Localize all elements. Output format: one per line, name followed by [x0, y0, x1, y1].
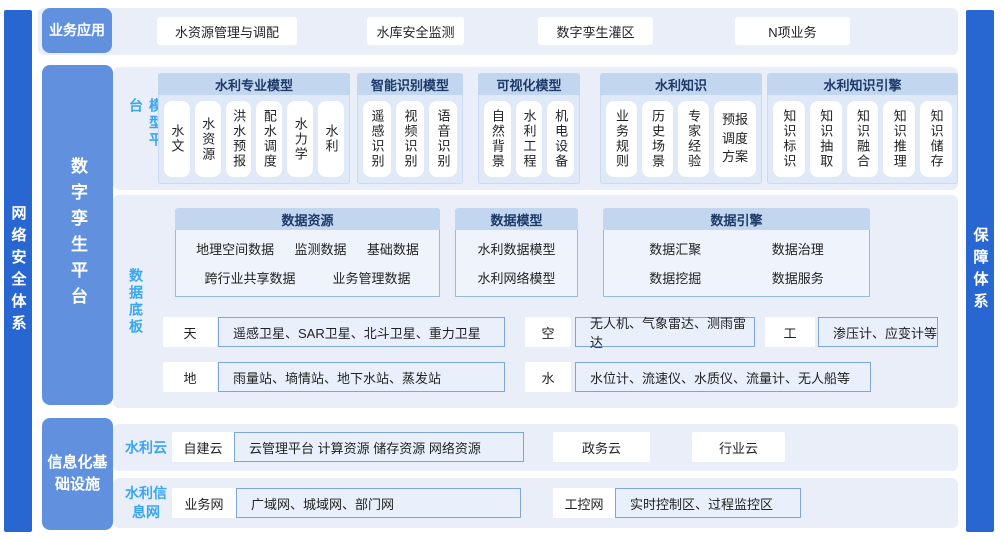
- data-group-body: 水利数据模型 水利网络模型: [455, 230, 578, 297]
- source-list-eng: 渗压计、应变计等: [818, 317, 938, 347]
- model-group-visualization: 可视化模型 自然背景 水利工程 机电设备: [478, 73, 580, 184]
- data-board-band: 数据底板 数据资源 地理空间数据 监测数据 基础数据 跨行业共享数据 业务管理数…: [113, 195, 958, 408]
- network-security-bar: 网络安全体系: [4, 10, 32, 532]
- business-item-water-allocation: 水资源管理与调配: [157, 17, 297, 45]
- model-card: 知识标识: [773, 101, 805, 177]
- infrastructure-label-box: 信息化基础设施: [42, 418, 113, 530]
- model-card: 水利工程: [515, 101, 543, 177]
- model-card: 水文: [164, 101, 190, 177]
- model-card: 水力学: [287, 101, 314, 177]
- model-group-title: 智能识别模型: [357, 73, 463, 95]
- source-tag-eng: 工: [765, 317, 815, 347]
- model-group-title: 水利知识: [600, 73, 762, 95]
- gov-cloud-box: 政务云: [553, 432, 650, 462]
- industry-cloud-box: 行业云: [692, 432, 785, 462]
- business-label-box: 业务应用: [42, 8, 112, 53]
- industrial-net-desc: 实时控制区、过程监控区: [615, 488, 801, 518]
- model-card: 业务规则: [606, 101, 638, 177]
- guarantee-system-bar: 保障体系: [966, 10, 994, 532]
- data-item: 跨行业共享数据: [204, 271, 296, 286]
- data-resource-group: 数据资源 地理空间数据 监测数据 基础数据 跨行业共享数据 业务管理数据: [175, 208, 440, 297]
- data-group-title: 数据引擎: [603, 208, 870, 230]
- source-list-ground: 雨量站、墒情站、地下水站、蒸发站: [218, 362, 505, 392]
- source-list-water: 水位计、流速仪、水质仪、流量计、无人船等: [575, 362, 871, 392]
- model-card: 自然背景: [484, 101, 511, 177]
- model-group-title: 水利知识引擎: [767, 73, 958, 95]
- source-list-sky: 遥感卫星、SAR卫星、北斗卫星、重力卫星: [218, 317, 505, 347]
- data-item: 数据治理: [771, 242, 824, 257]
- model-card: 遥感识别: [363, 101, 391, 177]
- digital-twin-platform-label-box: 数字孪生平台: [42, 65, 113, 405]
- guarantee-system-label: 保障体系: [971, 227, 989, 315]
- model-group-body: 遥感识别 视频识别 语音识别: [357, 95, 463, 184]
- data-item: 数据汇聚: [649, 242, 702, 257]
- model-card: 历史场景: [642, 101, 674, 177]
- business-item-reservoir-safety: 水库安全监测: [367, 17, 464, 45]
- industrial-net-tag: 工控网: [553, 488, 615, 518]
- model-group-title: 水利专业模型: [158, 73, 350, 95]
- model-group-title: 可视化模型: [478, 73, 580, 95]
- self-cloud-tag: 自建云: [172, 432, 234, 462]
- data-group-title: 数据模型: [455, 208, 578, 230]
- model-group-body: 自然背景 水利工程 机电设备: [478, 95, 580, 184]
- model-card: 机电设备: [547, 101, 575, 177]
- model-group-knowledge-engine: 水利知识引擎 知识标识 知识抽取 知识融合 知识推理 知识储存: [767, 73, 958, 184]
- model-card: 知识推理: [883, 101, 916, 177]
- model-card: 语音识别: [429, 101, 457, 177]
- business-net-desc: 广域网、城域网、部门网: [236, 488, 521, 518]
- model-card: 专家经验: [678, 101, 710, 177]
- source-tag-ground: 地: [163, 362, 217, 392]
- data-item: 水利网络模型: [477, 271, 556, 286]
- model-card: 知识储存: [920, 101, 952, 177]
- source-list-air: 无人机、气象雷达、测雨雷达: [575, 316, 755, 350]
- data-model-group: 数据模型 水利数据模型 水利网络模型: [455, 208, 578, 297]
- model-group-body: 知识标识 知识抽取 知识融合 知识推理 知识储存: [767, 95, 958, 184]
- water-info-network-label: 水利信息网: [125, 485, 167, 520]
- data-engine-group: 数据引擎 数据汇聚 数据治理 数据挖掘 数据服务: [603, 208, 870, 297]
- model-card: 洪水预报: [225, 101, 252, 177]
- model-card: 预报调度方案: [714, 101, 756, 177]
- source-tag-sky: 天: [163, 317, 217, 347]
- infrastructure-label: 信息化基础设施: [47, 453, 108, 494]
- network-security-label: 网络安全体系: [9, 205, 27, 337]
- model-group-knowledge: 水利知识 业务规则 历史场景 专家经验 预报调度方案: [600, 73, 762, 184]
- business-band: 业务应用 水资源管理与调配 水库安全监测 数字孪生灌区 N项业务: [38, 8, 958, 55]
- model-group-body: 业务规则 历史场景 专家经验 预报调度方案: [600, 95, 762, 184]
- data-group-body: 数据汇聚 数据治理 数据挖掘 数据服务: [603, 230, 870, 297]
- business-label: 业务应用: [49, 22, 105, 38]
- model-platform-band: 模型平台 水利专业模型 水文 水资源 洪水预报 配水调度 水力学 水利 智能识别…: [113, 67, 958, 190]
- model-card: 配水调度: [256, 101, 283, 177]
- data-group-body: 地理空间数据 监测数据 基础数据 跨行业共享数据 业务管理数据: [175, 230, 440, 297]
- business-item-n-services: N项业务: [735, 17, 850, 45]
- water-cloud-label: 水利云: [125, 439, 167, 456]
- data-item: 业务管理数据: [332, 271, 411, 286]
- water-info-network-band: 水利信息网 业务网 广域网、城域网、部门网 工控网 实时控制区、过程监控区: [113, 478, 958, 528]
- data-item: 监测数据: [294, 242, 347, 257]
- model-card: 知识抽取: [809, 101, 842, 177]
- data-item: 数据挖掘: [649, 271, 702, 286]
- source-tag-air: 空: [525, 317, 571, 347]
- data-group-title: 数据资源: [175, 208, 440, 230]
- business-item-irrigation: 数字孪生灌区: [538, 17, 653, 45]
- model-card: 水资源: [194, 101, 221, 177]
- model-group-recognition: 智能识别模型 遥感识别 视频识别 语音识别: [357, 73, 463, 184]
- data-item: 基础数据: [366, 242, 419, 257]
- data-board-label: 数据底板: [128, 267, 144, 336]
- data-item: 数据服务: [771, 271, 824, 286]
- digital-twin-platform-label: 数字孪生平台: [68, 157, 87, 313]
- data-item: 地理空间数据: [196, 242, 275, 257]
- model-group-professional: 水利专业模型 水文 水资源 洪水预报 配水调度 水力学 水利: [158, 73, 350, 184]
- model-card: 知识融合: [846, 101, 879, 177]
- water-cloud-band: 水利云 自建云 云管理平台 计算资源 储存资源 网络资源 政务云 行业云: [113, 424, 958, 471]
- model-card: 视频识别: [396, 101, 424, 177]
- model-card: 水利: [318, 101, 344, 177]
- data-item: 水利数据模型: [477, 242, 556, 257]
- self-cloud-resources: 云管理平台 计算资源 储存资源 网络资源: [234, 432, 524, 462]
- source-tag-water: 水: [525, 362, 571, 392]
- business-net-tag: 业务网: [172, 488, 236, 518]
- model-group-body: 水文 水资源 洪水预报 配水调度 水力学 水利: [158, 95, 350, 184]
